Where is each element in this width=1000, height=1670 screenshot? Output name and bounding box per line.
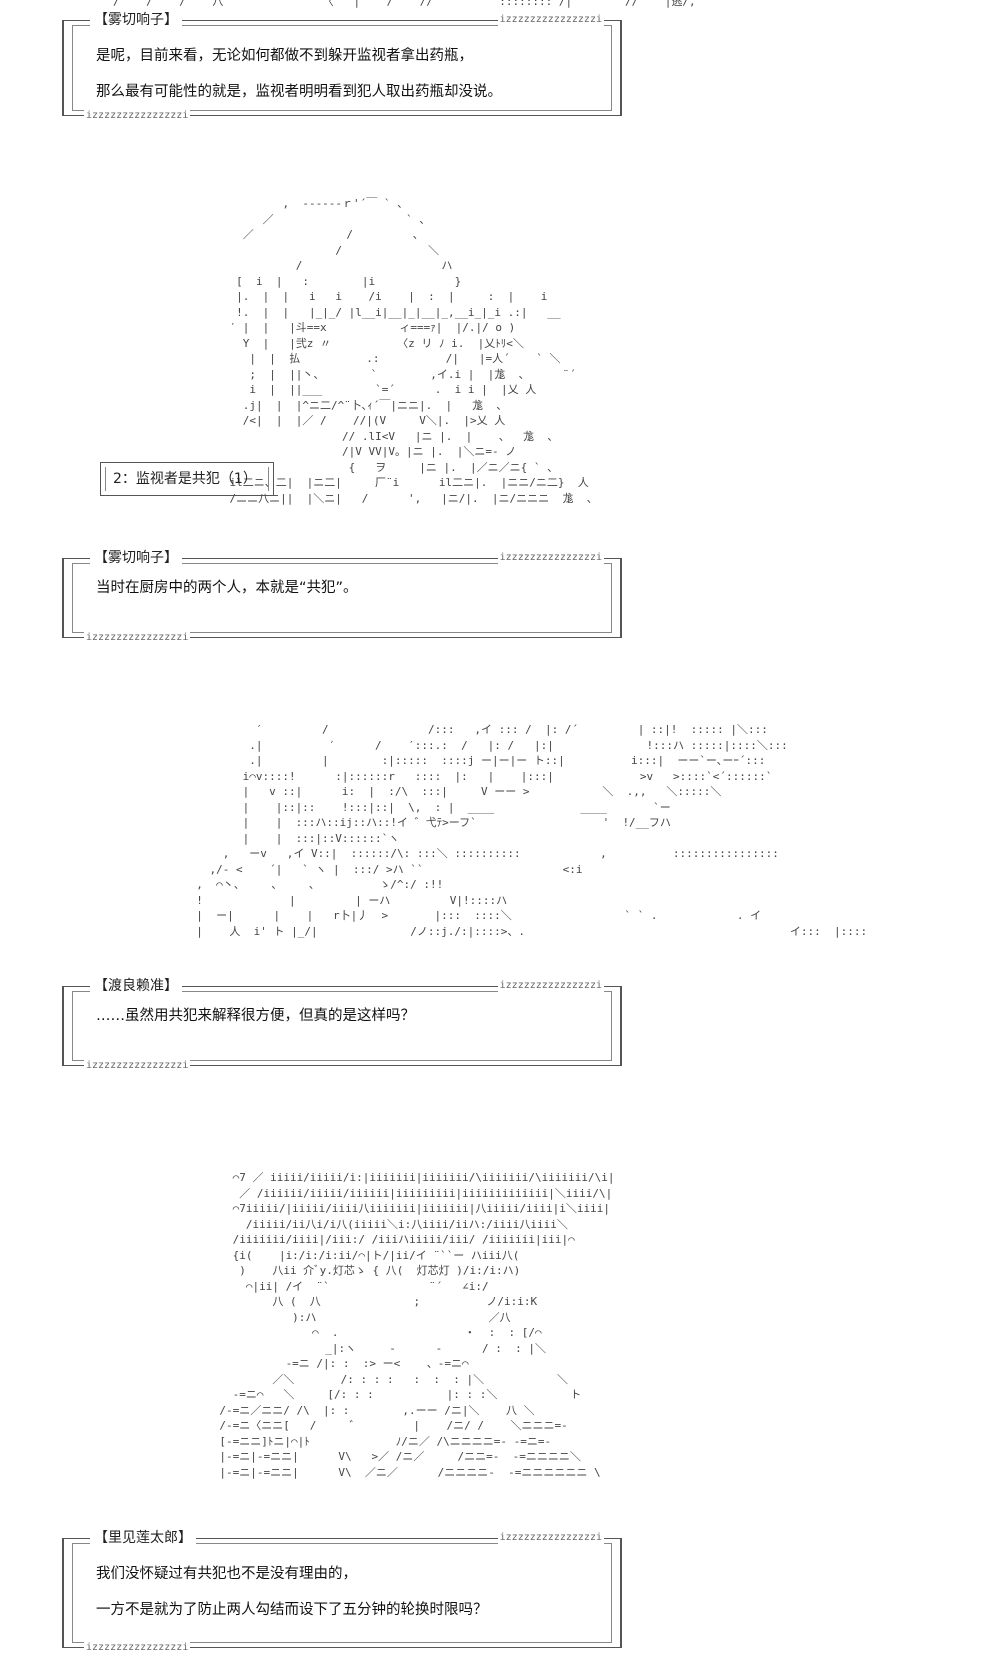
dialog-frame	[62, 558, 622, 638]
dialog-frame	[62, 986, 622, 1066]
zigzag-decoration: izzzzzzzzzzzzzzzi	[497, 980, 604, 992]
dialog-frame	[62, 20, 622, 116]
zigzag-decoration: izzzzzzzzzzzzzzzi	[84, 110, 191, 122]
dialog-frame	[62, 1538, 622, 1648]
zigzag-decoration: izzzzzzzzzzzzzzzi	[497, 552, 604, 564]
section-label-box: 2：监视者是共犯（1）	[100, 462, 274, 496]
zigzag-decoration: izzzzzzzzzzzzzzzi	[84, 632, 191, 644]
dialog-line: 当时在厨房中的两个人，本就是“共犯”。	[96, 580, 358, 596]
dialog-line: 那么最有可能性的就是，监视者明明看到犯人取出药瓶却没说。	[96, 84, 502, 100]
dialog-box: 【雾切响子】 izzzzzzzzzzzzzzzi izzzzzzzzzzzzzz…	[62, 548, 622, 648]
ascii-art-figure: ⌒7 ／ iiiii/iiiii/i:|iiiiiii|iiiiiii/\iii…	[219, 1171, 615, 1479]
ascii-art-figure: ′ / /::: ,イ ::: / |: /´ | ::|! ::::: |＼:…	[196, 723, 868, 938]
speaker-name: 【里见莲太郎】	[90, 1528, 196, 1548]
speaker-name: 【雾切响子】	[90, 548, 182, 568]
dialog-line: ……虽然用共犯来解释很方便，但真的是这样吗？	[96, 1008, 415, 1024]
dialog-box: 【里见莲太郎】 izzzzzzzzzzzzzzzi izzzzzzzzzzzzz…	[62, 1528, 622, 1658]
zigzag-decoration: izzzzzzzzzzzzzzzi	[497, 14, 604, 26]
dialog-line: 一方不是就为了防止两人勾结而设下了五分钟的轮换时限吗？	[96, 1602, 488, 1618]
dialog-box: 【渡良赖准】 izzzzzzzzzzzzzzzi izzzzzzzzzzzzzz…	[62, 976, 622, 1076]
zigzag-decoration: izzzzzzzzzzzzzzzi	[84, 1642, 191, 1654]
dialog-line: 我们没怀疑过有共犯也不是没有理由的，	[96, 1566, 357, 1582]
zigzag-decoration: izzzzzzzzzzzzzzzi	[84, 1060, 191, 1072]
dialog-line: 是呢，目前来看，无论如何都做不到躲开监视者拿出药瓶，	[96, 48, 473, 64]
speaker-name: 【渡良赖准】	[90, 976, 182, 996]
dialog-box: 【雾切响子】 izzzzzzzzzzzzzzzi izzzzzzzzzzzzzz…	[62, 10, 622, 126]
speaker-name: 【雾切响子】	[90, 10, 182, 30]
zigzag-decoration: izzzzzzzzzzzzzzzi	[497, 1532, 604, 1544]
ascii-art-figure: , ------ｒ'´￣ ` 、 ／ ` 、 ／ / 、 / ＼ / ハ	[229, 197, 598, 505]
section-label: 2：监视者是共犯（1）	[113, 471, 257, 487]
ascii-art-fragment: / / / 八 〈 |' / // :::::::: /| // |逃/,	[60, 0, 696, 8]
